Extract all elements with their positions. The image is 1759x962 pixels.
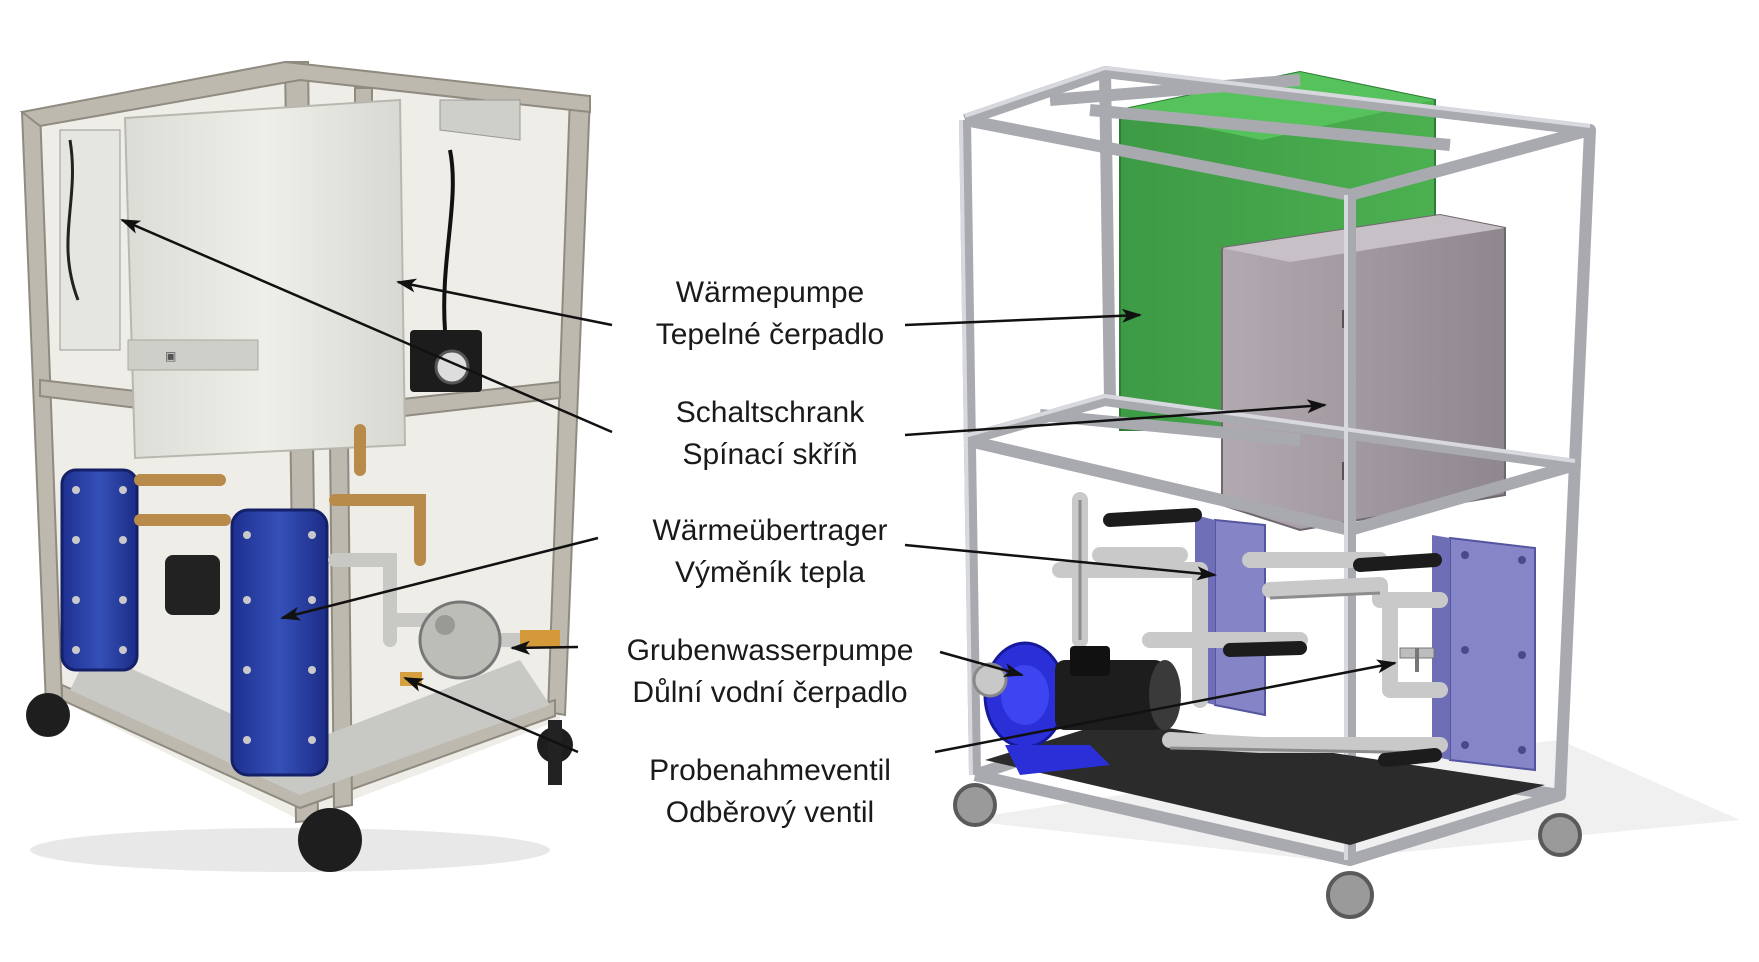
label-control-cabinet-cs: Spínací skříň bbox=[682, 438, 858, 471]
arrow-cabinet-cad bbox=[904, 399, 1327, 437]
motor-terminal-box bbox=[1070, 646, 1110, 676]
cad-floor-plate bbox=[985, 720, 1545, 845]
brass-piping bbox=[134, 424, 426, 566]
pump-foot bbox=[1005, 745, 1110, 775]
floor-shadow bbox=[30, 828, 550, 872]
label-sampling-valve-de: Probenahmeventil bbox=[649, 754, 891, 787]
arrow-exchanger-photo bbox=[280, 536, 599, 621]
cad-unit bbox=[953, 65, 1740, 919]
cad-sampling-valve bbox=[1399, 647, 1435, 672]
mine-water-pump-body bbox=[418, 600, 502, 680]
arrow-heat-pump-photo bbox=[396, 278, 613, 327]
arrow-heat-pump-cad bbox=[904, 308, 1142, 327]
label-sampling-valve: Probenahmeventil Odběrový ventil bbox=[590, 750, 950, 834]
heat-exchanger-right bbox=[230, 508, 329, 777]
heat-pump-unit: ▣ bbox=[123, 98, 407, 460]
control-box bbox=[59, 129, 121, 351]
top-bracket bbox=[439, 99, 521, 141]
arrow-valve-cad bbox=[934, 659, 1397, 754]
arrow-mine-pump-cad bbox=[939, 650, 1024, 677]
label-heat-exchanger-cs: Výměník tepla bbox=[674, 556, 866, 589]
profile-frame-highlights bbox=[959, 65, 1591, 860]
label-mine-water-pump-cs: Důlní vodní čerpadlo bbox=[632, 676, 908, 709]
arrow-exchanger-cad bbox=[904, 543, 1217, 581]
orange-valve bbox=[520, 630, 560, 648]
circulation-pump bbox=[165, 555, 220, 615]
label-sampling-valve-cs: Odběrový ventil bbox=[665, 796, 875, 829]
heat-exchanger-left bbox=[60, 468, 139, 672]
castors bbox=[26, 693, 573, 872]
control-cabinet-box bbox=[1221, 213, 1506, 532]
arrow-mine-pump-photo bbox=[510, 640, 579, 655]
power-cable bbox=[442, 149, 455, 331]
label-control-cabinet-de: Schaltschrank bbox=[675, 396, 865, 429]
pump-motor-icon bbox=[435, 615, 455, 635]
cad-heat-exchanger-front bbox=[1432, 535, 1536, 772]
label-heat-pump-de: Wärmepumpe bbox=[675, 276, 865, 309]
label-mine-water-pump-de: Grubenwasserpumpe bbox=[626, 634, 914, 667]
label-heat-exchanger-de: Wärmeübertrager bbox=[652, 514, 888, 547]
callout-arrows bbox=[120, 218, 1397, 754]
cad-castors bbox=[953, 783, 1582, 919]
profile-frame bbox=[959, 66, 1596, 866]
label-control-cabinet: Schaltschrank Spínací skříň bbox=[620, 392, 920, 476]
arrow-cabinet-photo bbox=[120, 218, 613, 434]
label-heat-pump-cs: Tepelné čerpadlo bbox=[655, 318, 885, 351]
brand-mark: ▣ bbox=[165, 349, 176, 363]
photo-unit: ▣ bbox=[19, 60, 592, 872]
pipe-insulation bbox=[1103, 508, 1442, 767]
cable-bundle bbox=[66, 139, 80, 301]
label-heat-pump: Wärmepumpe Tepelné čerpadlo bbox=[620, 272, 920, 356]
label-mine-water-pump: Grubenwasserpumpe Důlní vodní čerpadlo bbox=[590, 630, 950, 714]
arrow-valve-photo bbox=[403, 676, 579, 754]
label-heat-exchanger: Wärmeübertrager Výměník tepla bbox=[590, 510, 950, 594]
